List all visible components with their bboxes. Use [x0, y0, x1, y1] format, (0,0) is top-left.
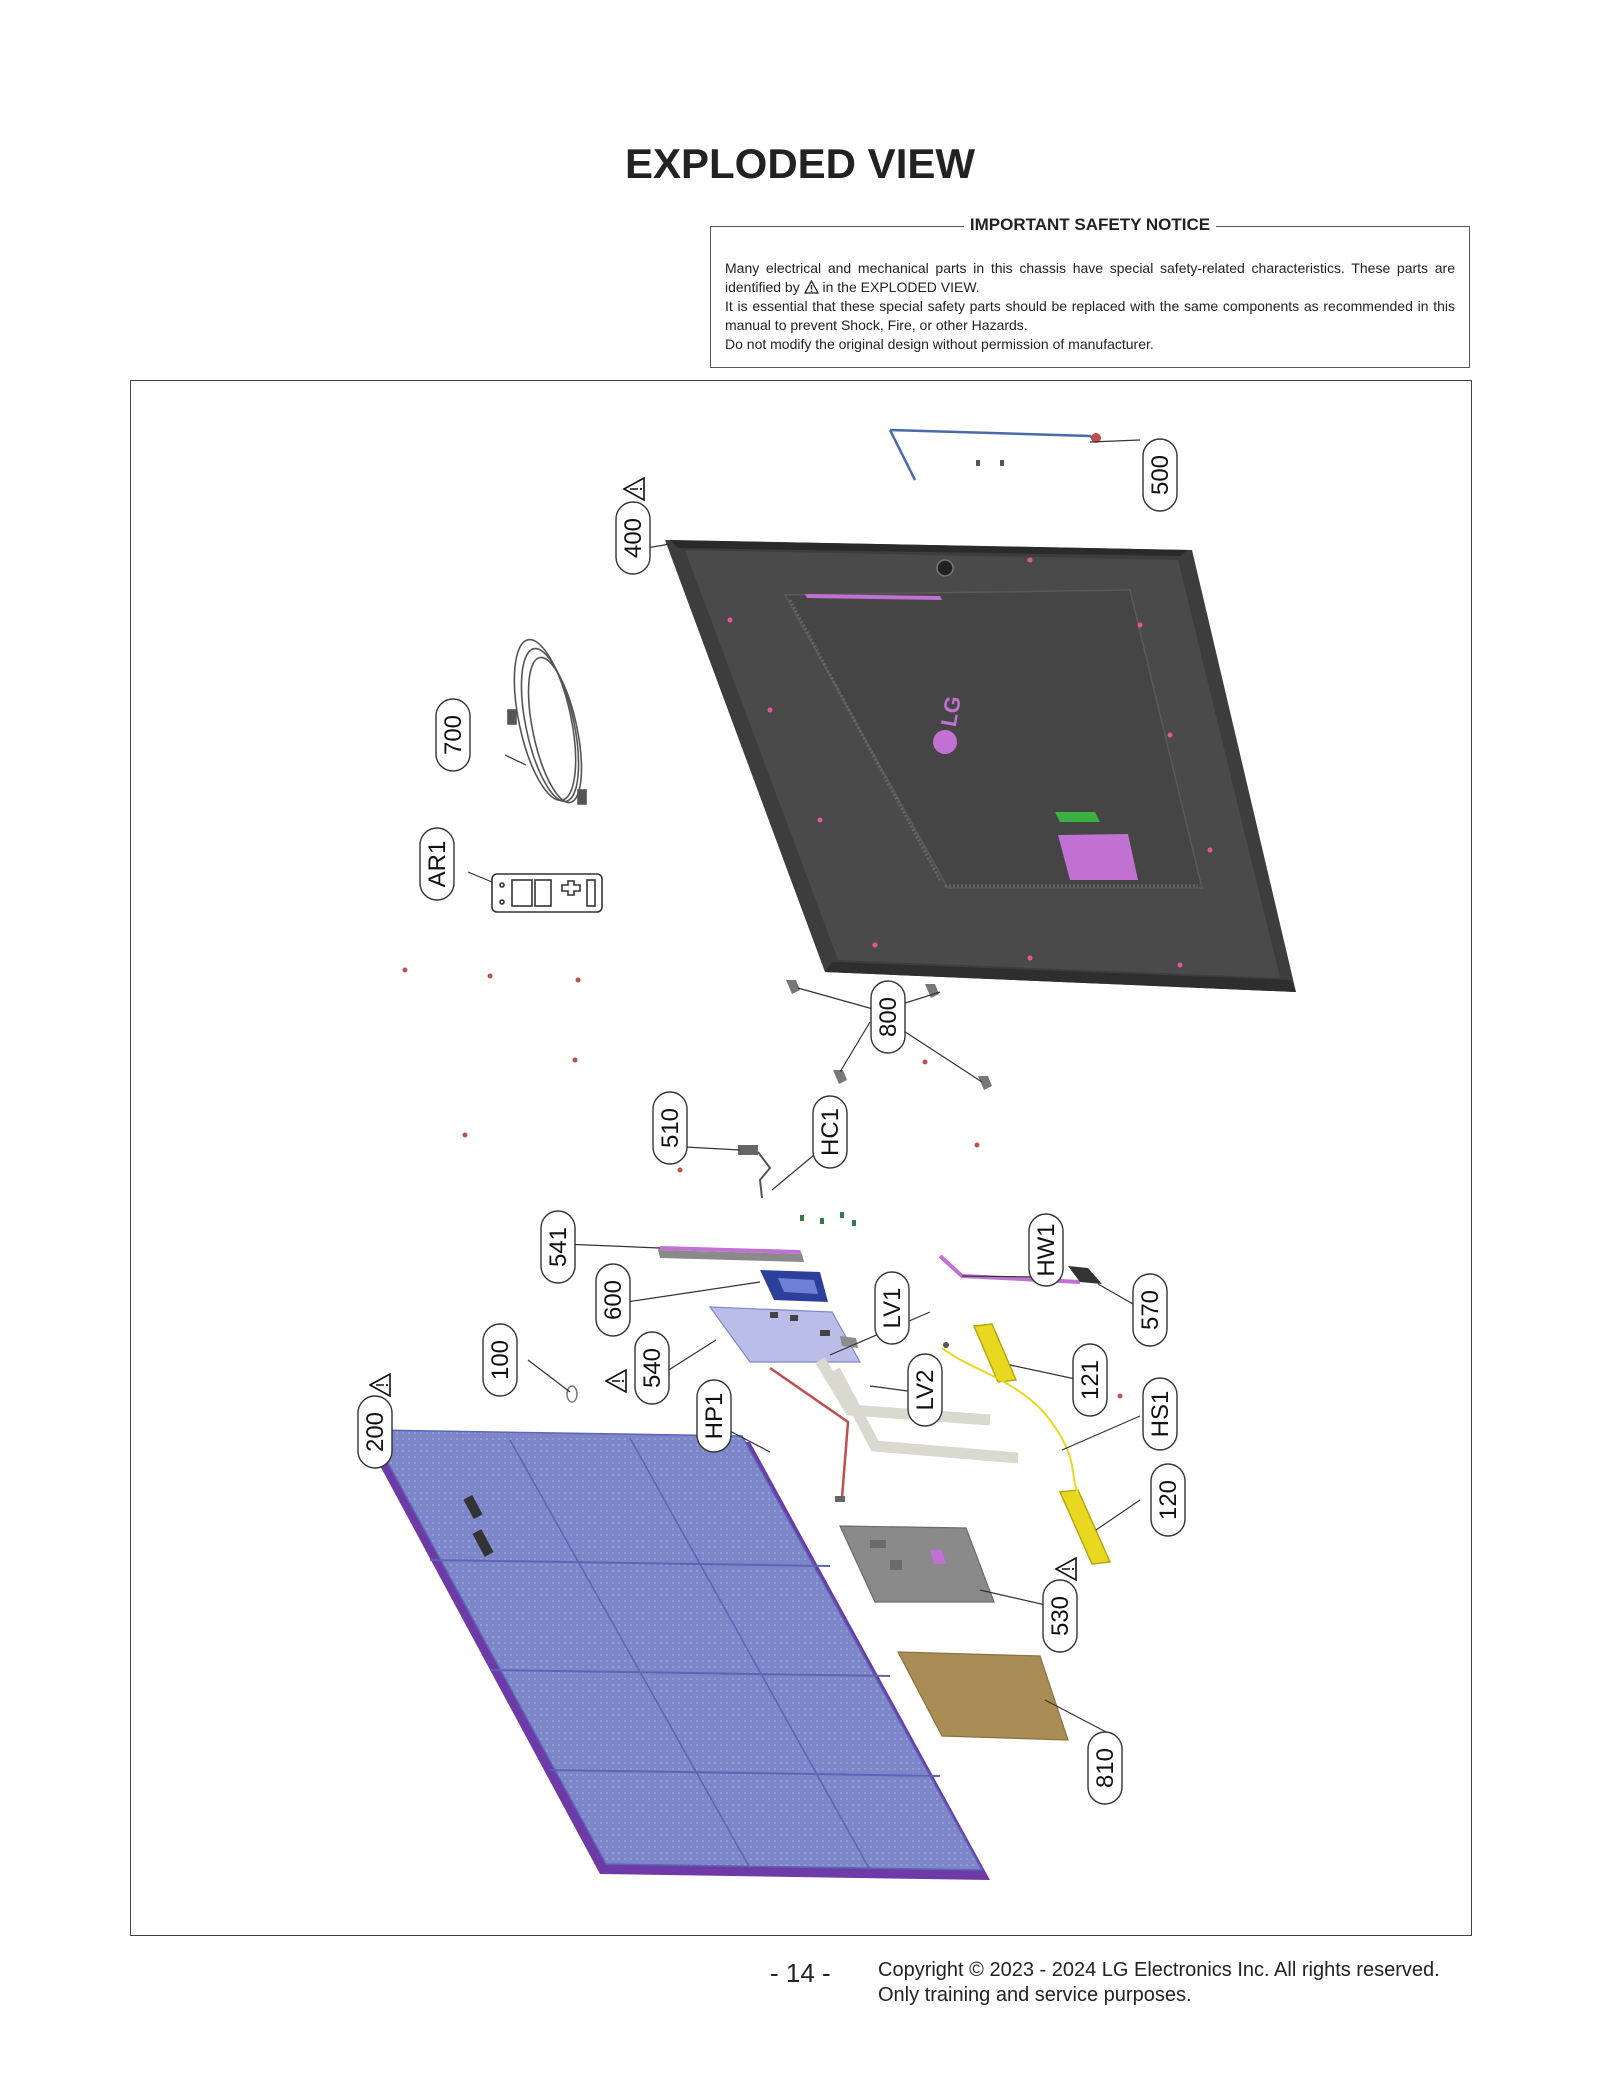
svg-text:500: 500 [1147, 455, 1174, 495]
svg-text:LV1: LV1 [879, 1288, 906, 1329]
svg-text:HW1: HW1 [1033, 1223, 1060, 1276]
callout-lv1: LV1 [874, 1271, 910, 1345]
svg-text:100: 100 [487, 1340, 514, 1380]
copyright-line-1: Copyright © 2023 - 2024 LG Electronics I… [878, 1959, 1440, 1981]
svg-text:AR1: AR1 [424, 841, 451, 888]
svg-text:HS1: HS1 [1147, 1391, 1174, 1438]
svg-text:121: 121 [1077, 1360, 1104, 1400]
svg-text:400: 400 [620, 518, 647, 558]
svg-text:120: 120 [1155, 1480, 1182, 1520]
brackets-800-part [402, 967, 992, 1148]
cable-500-part [888, 428, 1101, 481]
notice-line-2: It is essential that these special safet… [725, 298, 1455, 333]
power-board-part [839, 1525, 995, 1603]
svg-text:800: 800 [875, 997, 902, 1037]
page-number: - 14 - [770, 1958, 831, 1988]
callout-700: 700 [435, 698, 471, 772]
cable-hp1-part [769, 1366, 850, 1502]
copyright-notice: Copyright © 2023 - 2024 LG Electronics I… [878, 1958, 1440, 2008]
safety-mark-540-icon [605, 1369, 627, 1393]
display-module-part [364, 1429, 990, 1880]
callout-500: 500 [1142, 438, 1178, 512]
warning-triangle-icon [803, 280, 819, 294]
board-cover-part [760, 1270, 828, 1302]
speakers-part [941, 1323, 1123, 1565]
svg-text:570: 570 [1137, 1290, 1164, 1330]
svg-text:HC1: HC1 [817, 1108, 844, 1156]
safety-notice-text: Many electrical and mechanical parts in … [725, 259, 1455, 354]
callout-ar1: AR1 [419, 827, 455, 901]
diagram-frame [130, 380, 1472, 1936]
page-title: EXPLODED VIEW [624, 140, 976, 187]
callout-121: 121 [1072, 1343, 1108, 1417]
callout-541: 541 [540, 1210, 576, 1284]
svg-text:600: 600 [600, 1280, 627, 1320]
callout-530: 530 [1042, 1579, 1078, 1653]
connector-570-part [1068, 1266, 1102, 1284]
callout-600: 600 [595, 1263, 631, 1337]
svg-text:810: 810 [1092, 1748, 1119, 1788]
callout-400: 400 [615, 501, 651, 575]
main-board-part [708, 1306, 862, 1363]
remote-control-part [491, 873, 603, 913]
exploded-view-diagram: LG [357, 428, 1296, 1880]
svg-text:540: 540 [639, 1348, 666, 1388]
safety-mark-530-icon [1055, 1557, 1077, 1581]
bracket-541-part [658, 1246, 804, 1262]
callout-hw1: HW1 [1028, 1213, 1064, 1287]
svg-text:541: 541 [545, 1227, 572, 1267]
svg-text:HP1: HP1 [701, 1393, 728, 1440]
notice-line-1b: in the EXPLODED VIEW. [822, 279, 980, 295]
callout-hc1: HC1 [812, 1095, 848, 1169]
safety-notice-box: IMPORTANT SAFETY NOTICE Many electrical … [710, 215, 1470, 368]
callout-120: 120 [1150, 1463, 1186, 1537]
safety-mark-200-icon [369, 1373, 391, 1397]
leader-lines [369, 439, 1141, 1735]
copyright-line-2: Only training and service purposes. [878, 1984, 1192, 2006]
callout-810: 810 [1087, 1731, 1123, 1805]
callout-540: 540 [634, 1331, 670, 1405]
svg-text:LV2: LV2 [912, 1370, 939, 1411]
ir-board-part [677, 1145, 856, 1226]
lg-logo: LG [936, 694, 966, 728]
svg-text:530: 530 [1047, 1596, 1074, 1636]
back-cover-part: LG [665, 540, 1296, 992]
callout-800: 800 [870, 980, 906, 1054]
callout-200: 200 [357, 1395, 393, 1469]
svg-text:200: 200 [362, 1412, 389, 1452]
notice-line-3: Do not modify the original design withou… [725, 336, 1154, 352]
lvds-cables-part [815, 1357, 1019, 1464]
power-cord-part [507, 638, 587, 805]
svg-text:510: 510 [657, 1108, 684, 1148]
safety-mark-400-icon [623, 477, 645, 501]
callout-hp1: HP1 [696, 1379, 732, 1453]
safety-notice-heading: IMPORTANT SAFETY NOTICE [711, 215, 1469, 235]
grommet-part [566, 1385, 578, 1403]
callout-510: 510 [652, 1091, 688, 1165]
svg-text:700: 700 [440, 715, 467, 755]
callout-lv2: LV2 [907, 1353, 943, 1427]
callout-570: 570 [1132, 1273, 1168, 1347]
shield-sheet-part [896, 1651, 1069, 1741]
notice-line-1a: Many electrical and mechanical parts in … [725, 260, 1455, 295]
callout-100: 100 [482, 1323, 518, 1397]
callout-hs1: HS1 [1142, 1377, 1178, 1451]
